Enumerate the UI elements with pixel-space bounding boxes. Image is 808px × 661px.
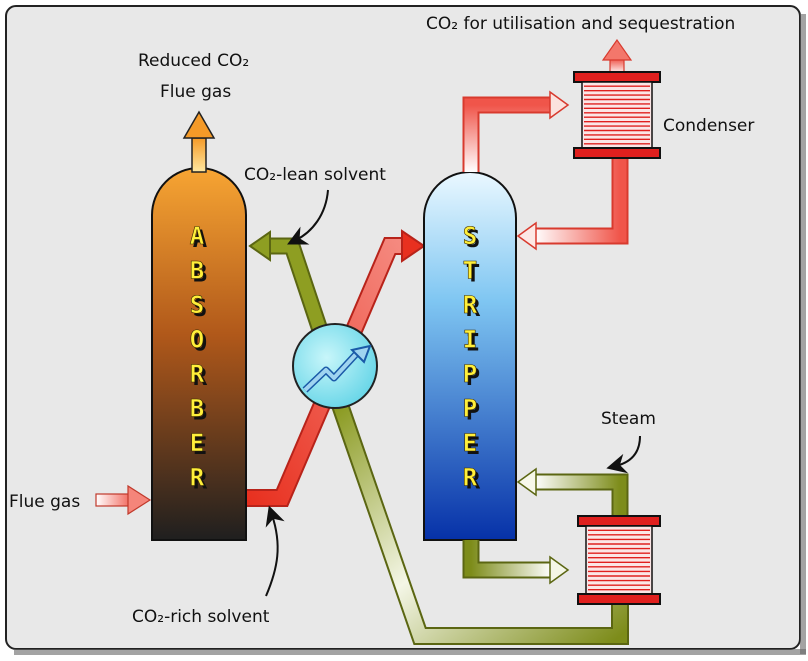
rich-solvent-arrowhead <box>401 229 426 263</box>
absorber-letter: E <box>190 429 204 457</box>
stripper-letter-shadow: R <box>466 294 481 322</box>
stripper-letter-shadow: I <box>466 329 480 357</box>
stripper-letter-shadow: S <box>466 225 480 253</box>
stripper-letter-shadow: R <box>466 467 481 495</box>
overhead-vapor-arrowhead <box>549 90 570 120</box>
absorber-letter: B <box>190 395 204 423</box>
reboiler <box>577 515 661 605</box>
stripper-letter: R <box>463 464 478 492</box>
absorber-letter-shadow: B <box>193 398 207 426</box>
reduced-co2-label: Reduced CO₂ <box>138 51 249 71</box>
absorber-letter: A <box>190 222 205 250</box>
stripper-letter-shadow: P <box>466 363 480 391</box>
stripper-letter: P <box>463 395 477 423</box>
steam-label: Steam <box>601 409 656 429</box>
absorber-letter-shadow: R <box>193 467 208 495</box>
stripper-letter-shadow: E <box>466 432 480 460</box>
rich-solvent-pointer <box>265 505 285 597</box>
lean-solvent-arrowhead <box>248 230 271 262</box>
stripper-bottoms-arrowhead <box>549 555 570 585</box>
flue-gas-inlet-arrowhead <box>127 484 152 516</box>
condenser-label: Condenser <box>663 116 754 136</box>
stripper-letter-shadow: T <box>466 260 480 288</box>
reflux-arrowhead <box>516 221 537 251</box>
lean-return-pipe <box>333 402 627 643</box>
absorber-letter-shadow: B <box>193 260 207 288</box>
stripper-letter: T <box>463 257 477 285</box>
absorber-letter-shadow: O <box>193 329 207 357</box>
stripper-bottoms-pipe <box>464 540 552 577</box>
absorber-letter: O <box>190 326 204 354</box>
absorber-letter: B <box>190 257 204 285</box>
rich-solvent-label: CO₂-rich solvent <box>132 607 270 627</box>
stripper-letter: P <box>463 360 477 388</box>
absorber-letter: S <box>190 291 204 319</box>
diagram-frame <box>5 5 801 650</box>
reboiler-vapor-arrowhead <box>516 467 537 497</box>
co2-product-arrowhead <box>601 38 633 61</box>
heat-exchanger <box>292 323 378 409</box>
absorber-letter: R <box>190 464 205 492</box>
reduced-flue-gas-arrowhead <box>182 110 216 139</box>
flue-gas-inlet-label: Flue gas <box>9 492 80 512</box>
absorber-letter: R <box>190 360 205 388</box>
absorber-letter-shadow: E <box>193 432 207 460</box>
lean-solvent-pointer <box>287 189 329 245</box>
absorber-letter-shadow: S <box>193 294 207 322</box>
reduced-flue-gas-label: Flue gas <box>160 82 231 102</box>
flue-gas-inlet-stem <box>95 493 131 507</box>
stripper-letter: I <box>463 326 477 354</box>
lean-solvent-pipe <box>268 239 327 333</box>
stripper-letter: R <box>463 291 478 319</box>
steam-pointer <box>606 435 641 474</box>
reboiler-vapor-pipe <box>534 475 627 516</box>
reflux-pipe <box>534 158 627 243</box>
stripper-letter: S <box>463 222 477 250</box>
absorber-letter-shadow: R <box>193 363 208 391</box>
stripper-column <box>423 171 517 541</box>
lean-solvent-label: CO₂-lean solvent <box>244 165 386 185</box>
co2-product-label: CO₂ for utilisation and sequestration <box>426 14 735 34</box>
condenser <box>573 71 661 159</box>
reduced-flue-gas-stem <box>191 137 207 173</box>
stripper-letter-shadow: P <box>466 398 480 426</box>
heat-exchange-icon <box>303 350 360 392</box>
absorber-letter-shadow: A <box>193 225 208 253</box>
overhead-vapor-pipe <box>464 98 552 172</box>
stripper-letter: E <box>463 429 477 457</box>
